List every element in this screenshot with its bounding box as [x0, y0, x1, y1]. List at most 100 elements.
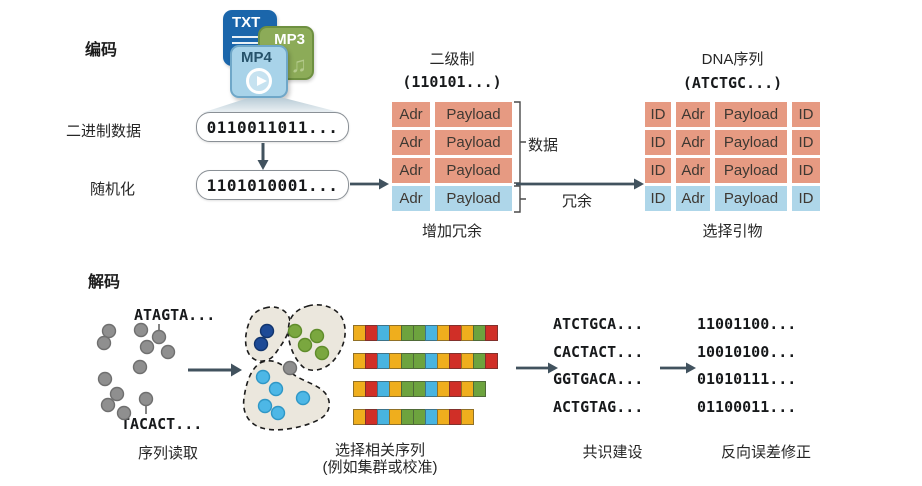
randomize-label: 随机化: [90, 181, 136, 198]
cyan-cluster-dot: [295, 390, 311, 406]
sequence-bar: [353, 325, 498, 341]
dna-table-title: DNA序列: [701, 51, 764, 68]
arrow-right-icon: [350, 178, 389, 190]
encode-section-title: 编码: [85, 42, 118, 59]
table-cell: Payload: [435, 102, 512, 127]
table-cell: Adr: [676, 102, 710, 127]
dna-table-subtitle: (ATCTGC...): [682, 74, 783, 92]
navy-cluster-dot: [253, 336, 269, 352]
sequence-line: 11001100...: [697, 315, 797, 333]
scatter-dot: [139, 339, 155, 355]
mp4-file-icon: MP4: [230, 45, 288, 98]
cyan-cluster-dot: [268, 381, 284, 397]
clusters-caption-line2: (例如集群或校准): [322, 459, 438, 476]
scatter-dot: [97, 371, 113, 387]
table-cell: Adr: [392, 186, 430, 211]
scatter-dots: [96, 322, 176, 421]
sequence-line: 01100011...: [697, 397, 797, 416]
scatter-dot: [151, 329, 167, 345]
table-cell: Adr: [392, 130, 430, 155]
bar-segment-red: [485, 325, 498, 341]
funnel-shape: [201, 98, 343, 113]
sequence-line: 10010100...: [697, 342, 797, 361]
arrow-right-icon: [660, 362, 696, 374]
binary-data-capsule: 0110011011...: [196, 112, 349, 142]
bar-segment-green: [473, 381, 486, 397]
green-cluster-dot: [309, 328, 325, 344]
arrow-right-head: [231, 363, 242, 377]
table-cell: Payload: [715, 102, 787, 127]
green-cluster-dot: [314, 345, 330, 361]
data-bracket-label: 数据: [528, 137, 559, 154]
table-cell: ID: [792, 102, 820, 127]
table-cell: ID: [645, 186, 671, 211]
green-cluster-dot: [287, 323, 303, 339]
binary-output: 11001100... 10010100... 01010111... 0110001…: [697, 311, 796, 421]
sequence-line: 01010111...: [697, 370, 797, 388]
sequence-line: GGTGACA...: [553, 370, 644, 388]
scatter-dot: [96, 335, 112, 351]
navy-cluster-dot: [259, 323, 275, 339]
table-cell: ID: [645, 158, 671, 183]
sequence-line: CACTACT...: [553, 342, 644, 361]
green-cluster-dot: [297, 337, 313, 353]
table-cell: Adr: [392, 158, 430, 183]
arrow-right-icon: [516, 362, 558, 374]
scatter-dot: [138, 391, 154, 407]
sequence-bars: [353, 325, 513, 425]
table-cell: ID: [792, 158, 820, 183]
table-cell: ID: [792, 186, 820, 211]
cyan-cluster-dot: [255, 369, 271, 385]
scatter-dot: [160, 344, 176, 360]
play-icon: [246, 68, 272, 94]
txt-icon-label: TXT: [232, 14, 261, 31]
mp3-icon-label: MP3: [274, 31, 305, 48]
table-cell: ID: [792, 130, 820, 155]
table-cell: Adr: [676, 186, 710, 211]
cluster-dots: [253, 323, 330, 421]
bracket-data-redundancy: [514, 101, 526, 213]
cyan-cluster-dot: [257, 398, 273, 414]
reads-caption: 序列读取: [137, 445, 198, 462]
sequence-line: ACTGTAG...: [553, 397, 644, 416]
bar-segment-red: [485, 353, 498, 369]
consensus-caption: 共识建设: [582, 444, 643, 461]
sequence-line: ATCTGCA...: [553, 315, 644, 333]
clusters-caption-line1: 选择相关序列: [334, 442, 425, 459]
cyan-cluster-dot: [270, 405, 286, 421]
dna-table-caption: 选择引物: [702, 223, 763, 240]
table-cell: Payload: [435, 130, 512, 155]
table-cell: Adr: [392, 102, 430, 127]
table-cell: Payload: [715, 186, 787, 211]
binary-table-title: 二级制: [429, 51, 475, 68]
table-cell: ID: [645, 130, 671, 155]
table-cell: Payload: [435, 158, 512, 183]
table-cell: Payload: [715, 158, 787, 183]
table-cell: Payload: [715, 130, 787, 155]
sequence-bar: [353, 381, 486, 397]
reads-and-clusters-graphic: [96, 304, 346, 431]
decode-section-title: 解码: [88, 274, 121, 291]
sequence-bar: [353, 409, 474, 425]
consensus-sequences: ATCTGCA... CACTACT... GGTGACA... ACTGTAG...: [553, 311, 643, 421]
scatter-dot: [132, 359, 148, 375]
binary-table-subtitle: (110101...): [402, 73, 502, 91]
mp4-icon-label: MP4: [241, 49, 272, 66]
table-cell: Payload: [435, 186, 512, 211]
table-cell: ID: [645, 102, 671, 127]
binary-data-label: 二进制数据: [66, 123, 142, 140]
bar-segment-yellow: [461, 409, 474, 425]
binary-table-caption: 增加冗余: [421, 223, 482, 240]
music-note-icon: ♫: [290, 52, 308, 77]
read-top-label: ATAGTA...: [134, 306, 216, 324]
